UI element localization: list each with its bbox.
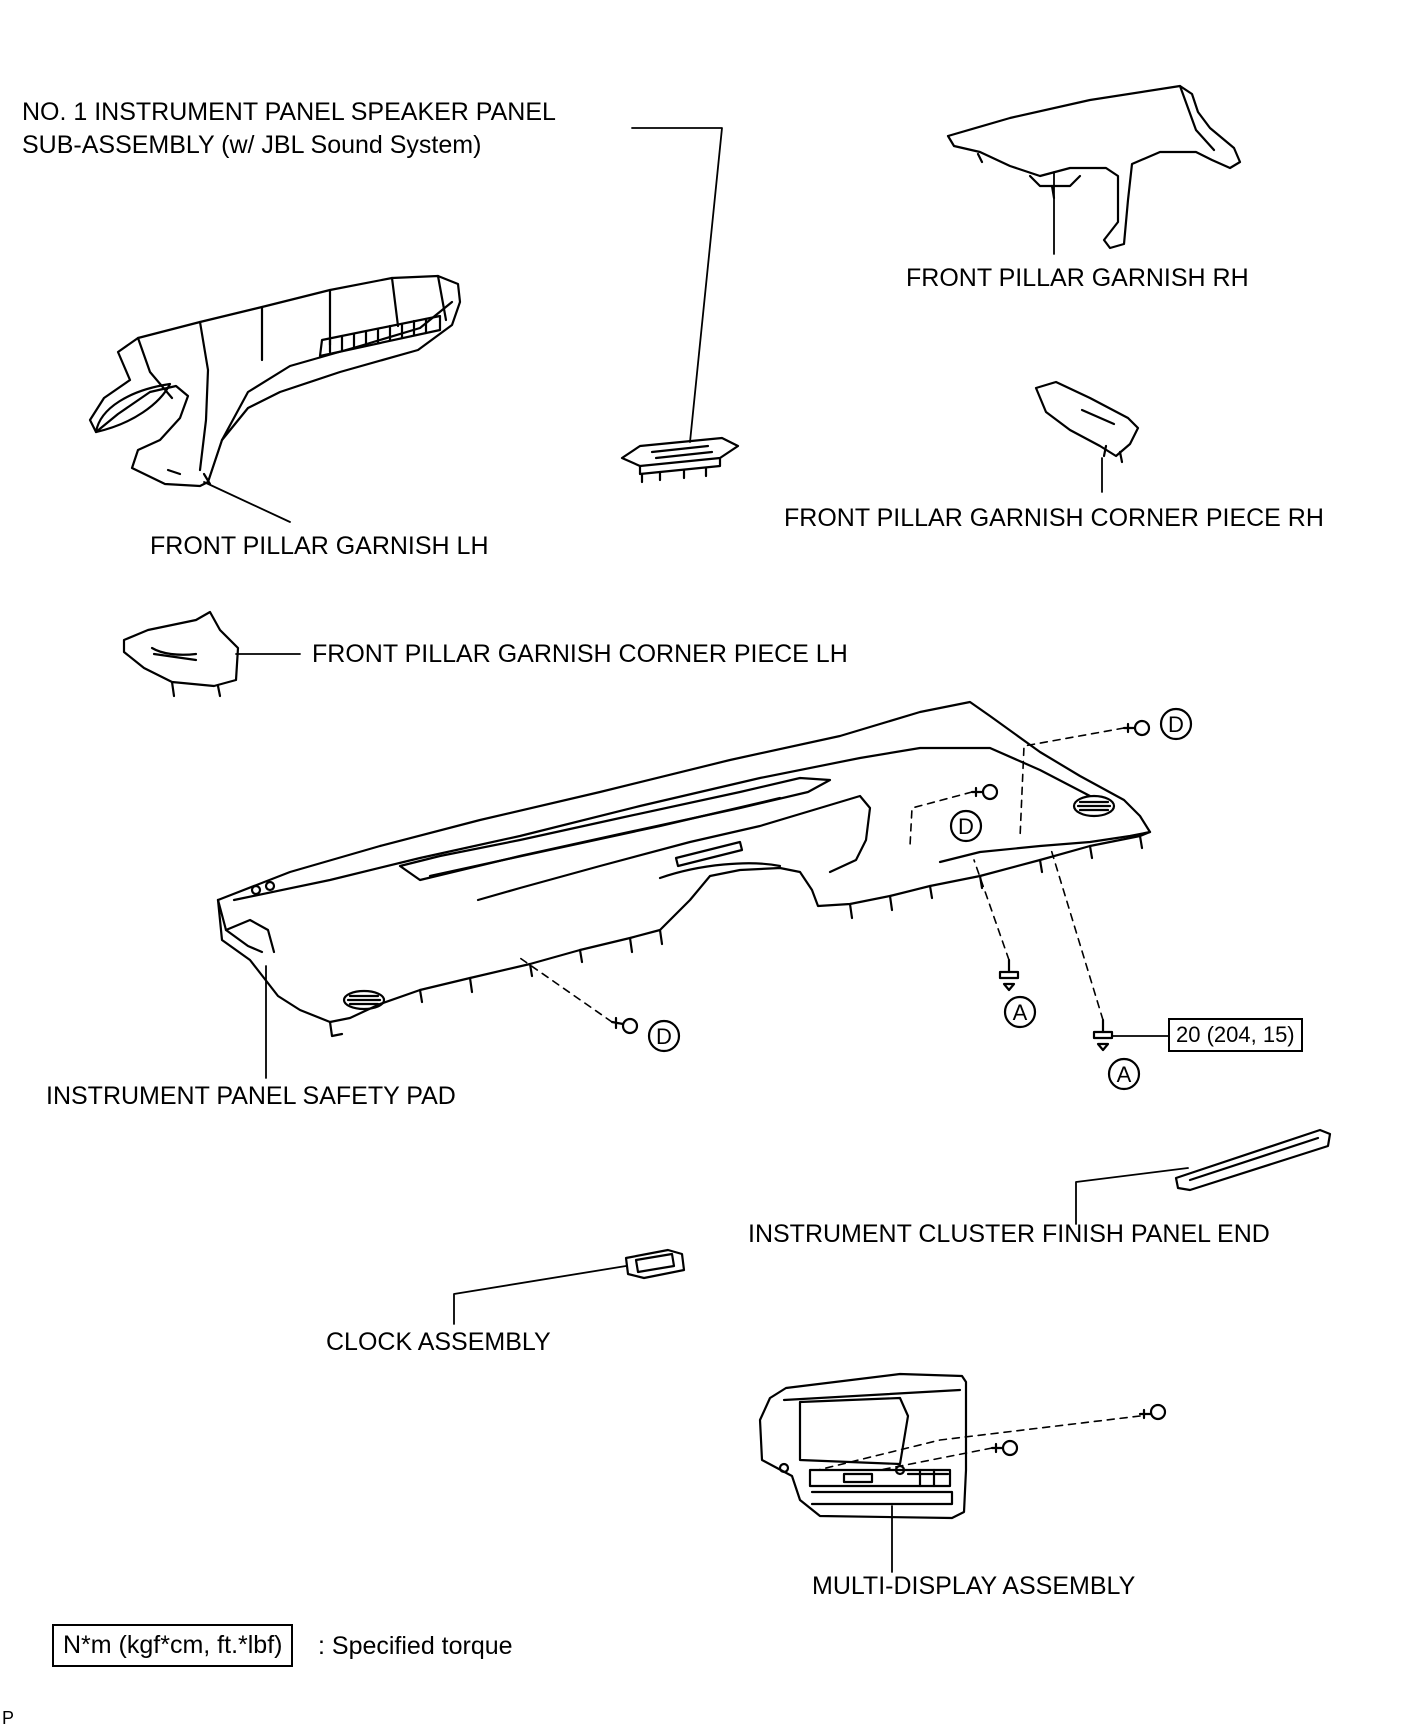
label-corner-piece-lh: FRONT PILLAR GARNISH CORNER PIECE LH	[312, 640, 848, 668]
bolt-d-middle	[970, 783, 999, 801]
label-cluster-finish-panel-end: INSTRUMENT CLUSTER FINISH PANEL END	[748, 1220, 1270, 1248]
label-clock-assembly: CLOCK ASSEMBLY	[326, 1328, 551, 1356]
fastener-marker-d-2: D	[949, 809, 983, 843]
fastener-marker-d-3: D	[647, 1019, 681, 1053]
leader-clock	[453, 1265, 627, 1325]
bolt-d-upper-right	[1122, 719, 1151, 737]
instrument-panel-safety-pad-part	[216, 700, 1152, 1038]
leader-pillar-lh	[203, 481, 291, 523]
bolt-a-right	[1092, 1018, 1114, 1052]
fastener-marker-a-1: A	[1003, 995, 1037, 1029]
fastener-marker-d-1: D	[1159, 707, 1193, 741]
fastener-marker-a-2: A	[1107, 1057, 1141, 1091]
corner-piece-lh-part	[122, 610, 240, 698]
multi-display-bolt-upper	[1138, 1403, 1167, 1421]
clock-assembly-part	[624, 1248, 686, 1280]
fastener-marker-a-1-text: A	[1013, 1000, 1028, 1025]
label-corner-piece-rh: FRONT PILLAR GARNISH CORNER PIECE RH	[784, 504, 1324, 532]
bolt-d-lower	[610, 1016, 639, 1035]
leader-lines	[203, 127, 1189, 1573]
label-front-pillar-garnish-lh: FRONT PILLAR GARNISH LH	[150, 532, 489, 560]
cluster-finish-panel-end-part	[1174, 1128, 1332, 1192]
bolt-a-left	[998, 958, 1020, 992]
fastener-marker-d-3-text: D	[656, 1024, 672, 1049]
front-pillar-garnish-rh-part	[946, 84, 1242, 250]
corner-piece-rh-part	[1034, 380, 1140, 464]
legend-description: : Specified torque	[318, 1632, 513, 1660]
torque-spec-box: 20 (204, 15)	[1168, 1018, 1303, 1052]
install-lines	[519, 727, 1141, 1471]
leader-cluster-finish	[1075, 1167, 1189, 1225]
leader-speaker-panel	[631, 127, 723, 443]
label-front-pillar-garnish-rh: FRONT PILLAR GARNISH RH	[906, 264, 1249, 292]
multi-display-assembly-part	[758, 1372, 968, 1520]
label-instrument-panel-safety-pad: INSTRUMENT PANEL SAFETY PAD	[46, 1082, 456, 1110]
label-speaker-panel: NO. 1 INSTRUMENT PANEL SPEAKER PANEL SUB…	[22, 98, 556, 159]
front-pillar-garnish-lh-part	[88, 274, 462, 488]
fastener-marker-d-2-text: D	[958, 814, 974, 839]
fastener-marker-d-1-text: D	[1168, 712, 1184, 737]
fastener-marker-a-2-text: A	[1117, 1062, 1132, 1087]
multi-display-bolt-lower	[990, 1439, 1019, 1457]
speaker-panel-part	[620, 436, 740, 484]
label-multi-display-assembly: MULTI-DISPLAY ASSEMBLY	[812, 1572, 1136, 1600]
legend-torque-unit-box: N*m (kgf*cm, ft.*lbf)	[52, 1624, 294, 1667]
footer-code: P	[2, 1708, 15, 1728]
